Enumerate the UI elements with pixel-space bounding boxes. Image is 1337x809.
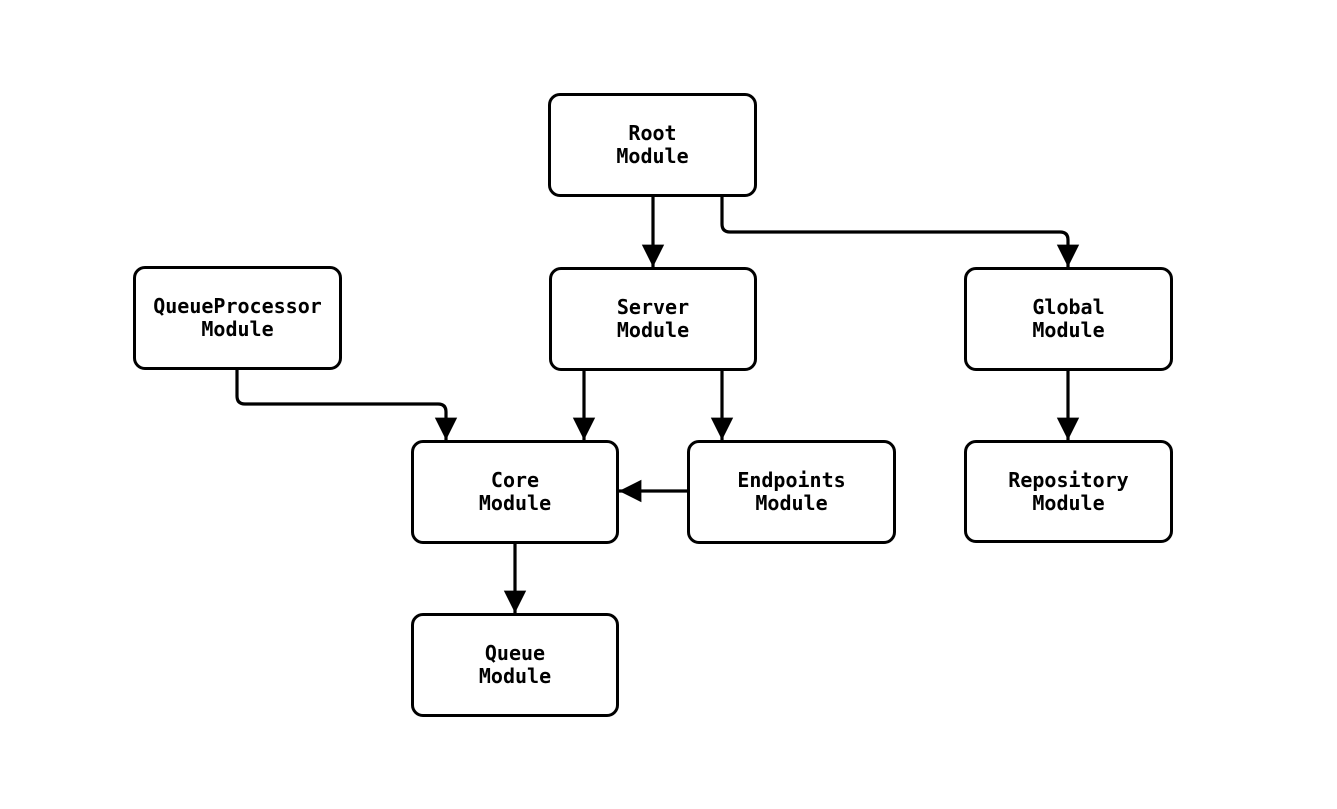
node-core-module: Core Module [411,440,619,544]
node-queue-module: Queue Module [411,613,619,717]
node-label: QueueProcessor Module [153,294,322,341]
node-label: Core Module [478,468,552,515]
node-repository-module: Repository Module [964,440,1173,543]
node-label: Root Module [616,121,689,168]
node-root-module: Root Module [548,93,757,197]
edge-root-to-global [720,197,1080,267]
node-server-module: Server Module [549,267,757,371]
edge-queueprocessor-to-core [235,370,458,440]
node-global-module: Global Module [964,267,1173,371]
node-label: Server Module [616,295,690,342]
node-queueprocessor-module: QueueProcessor Module [133,266,342,370]
node-label: Repository Module [1008,467,1129,515]
edge-group [235,197,1080,613]
node-label: Queue Module [478,641,552,688]
node-label: Endpoints Module [737,468,846,515]
node-endpoints-module: Endpoints Module [687,440,896,544]
node-label: Global Module [1032,295,1105,342]
